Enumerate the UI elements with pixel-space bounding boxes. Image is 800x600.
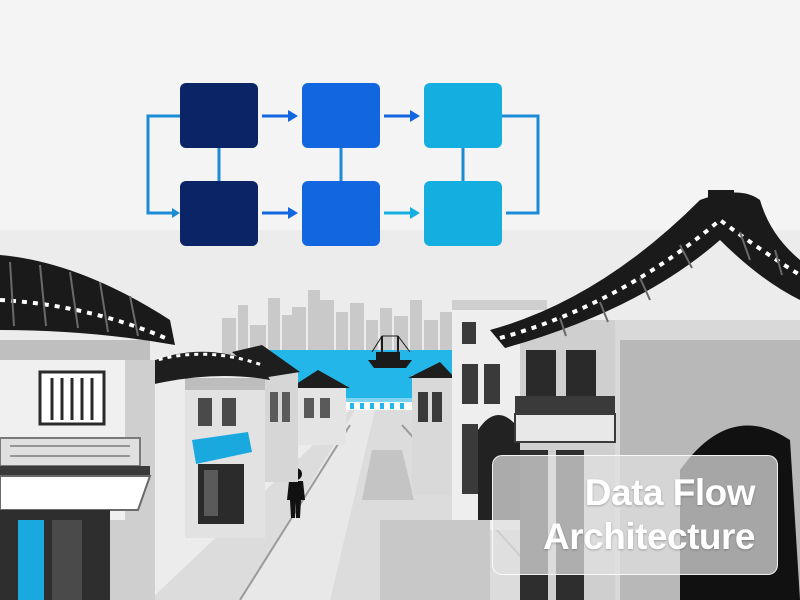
blue-awning	[192, 432, 252, 464]
boat	[368, 335, 412, 368]
title-card: Data Flow Architecture	[492, 455, 778, 575]
node-box-6	[424, 181, 502, 246]
node-box-3	[424, 83, 502, 148]
title-line-2: Architecture	[543, 516, 755, 557]
right-roof	[490, 192, 800, 348]
node-box-5	[302, 181, 380, 246]
node-box-1	[180, 83, 258, 148]
node-box-4	[180, 181, 258, 246]
left-roof	[0, 255, 175, 345]
title-line-1: Data Flow	[584, 472, 756, 513]
loop-connector-right	[502, 114, 540, 215]
loop-connector-left	[146, 114, 180, 215]
flow-diagram	[146, 83, 540, 246]
node-box-2	[302, 83, 380, 148]
left-buildings	[0, 255, 350, 600]
